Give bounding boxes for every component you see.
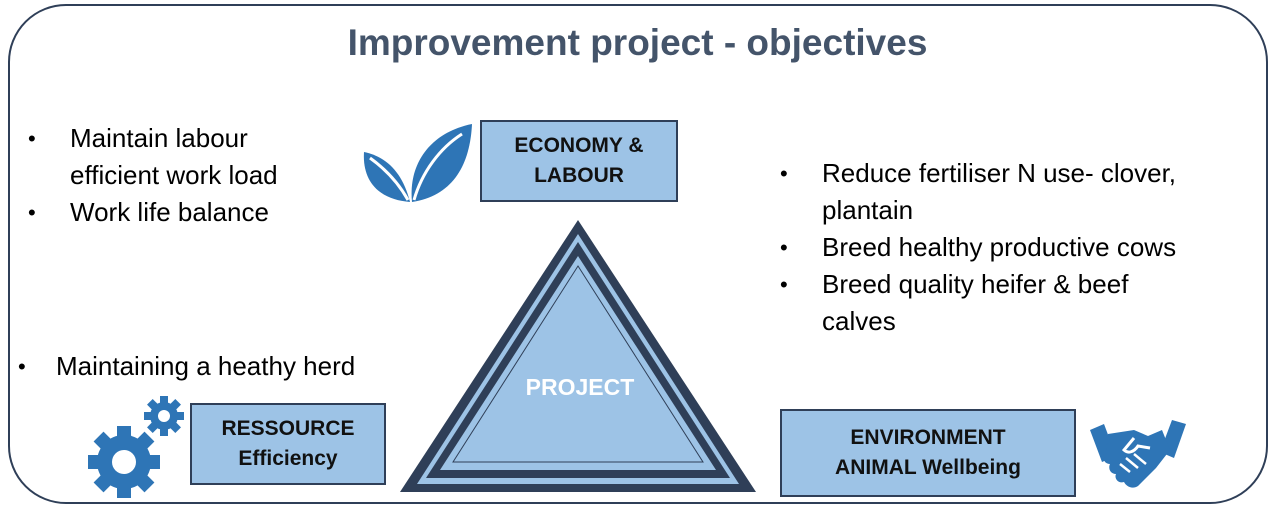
list-item-text: Maintaining a heathy herd <box>56 351 356 381</box>
list-item: Maintain labour efficient work load <box>28 120 338 194</box>
left-bullet-list: Maintaining a heathy herd <box>18 348 438 385</box>
environment-box-line2: ANIMAL Wellbeing <box>835 456 1021 479</box>
economy-box-line1: ECONOMY & <box>514 134 644 157</box>
resource-box-line1: RESSOURCE <box>221 417 355 440</box>
resource-efficiency-box: RESSOURCE Efficiency <box>190 403 386 485</box>
environment-wellbeing-box: ENVIRONMENT ANIMAL Wellbeing <box>780 409 1076 497</box>
list-item-text: Breed healthy productive cows <box>822 232 1177 262</box>
handshake-icon <box>1090 420 1186 488</box>
economy-labour-box: ECONOMY & LABOUR <box>480 120 678 202</box>
list-item: Breed quality heifer & beef calves <box>780 266 1200 340</box>
list-item: Maintaining a heathy herd <box>18 348 438 385</box>
gears-icon <box>88 396 184 498</box>
project-label: PROJECT <box>525 374 635 400</box>
project-triangle <box>400 220 756 492</box>
rounded-frame <box>8 4 1268 504</box>
resource-box-line2: Efficiency <box>238 447 338 470</box>
list-item-text: Work life balance <box>70 197 269 227</box>
list-item: Breed healthy productive cows <box>780 229 1200 266</box>
list-item-text: Reduce fertiliser N use- clover, plantai… <box>822 158 1177 225</box>
leaf-icon <box>363 124 472 202</box>
environment-box-line1: ENVIRONMENT <box>850 426 1006 449</box>
list-item-text: Breed quality heifer & beef calves <box>822 269 1129 336</box>
economy-box-line2: LABOUR <box>534 164 624 187</box>
right-bullet-list: Reduce fertiliser N use- clover, plantai… <box>780 155 1200 340</box>
page-title: Improvement project - objectives <box>347 22 928 63</box>
list-item-text: Maintain labour efficient work load <box>70 123 278 190</box>
list-item: Work life balance <box>28 194 338 231</box>
list-item: Reduce fertiliser N use- clover, plantai… <box>780 155 1200 229</box>
top-left-bullet-list: Maintain labour efficient work load Work… <box>28 120 338 231</box>
